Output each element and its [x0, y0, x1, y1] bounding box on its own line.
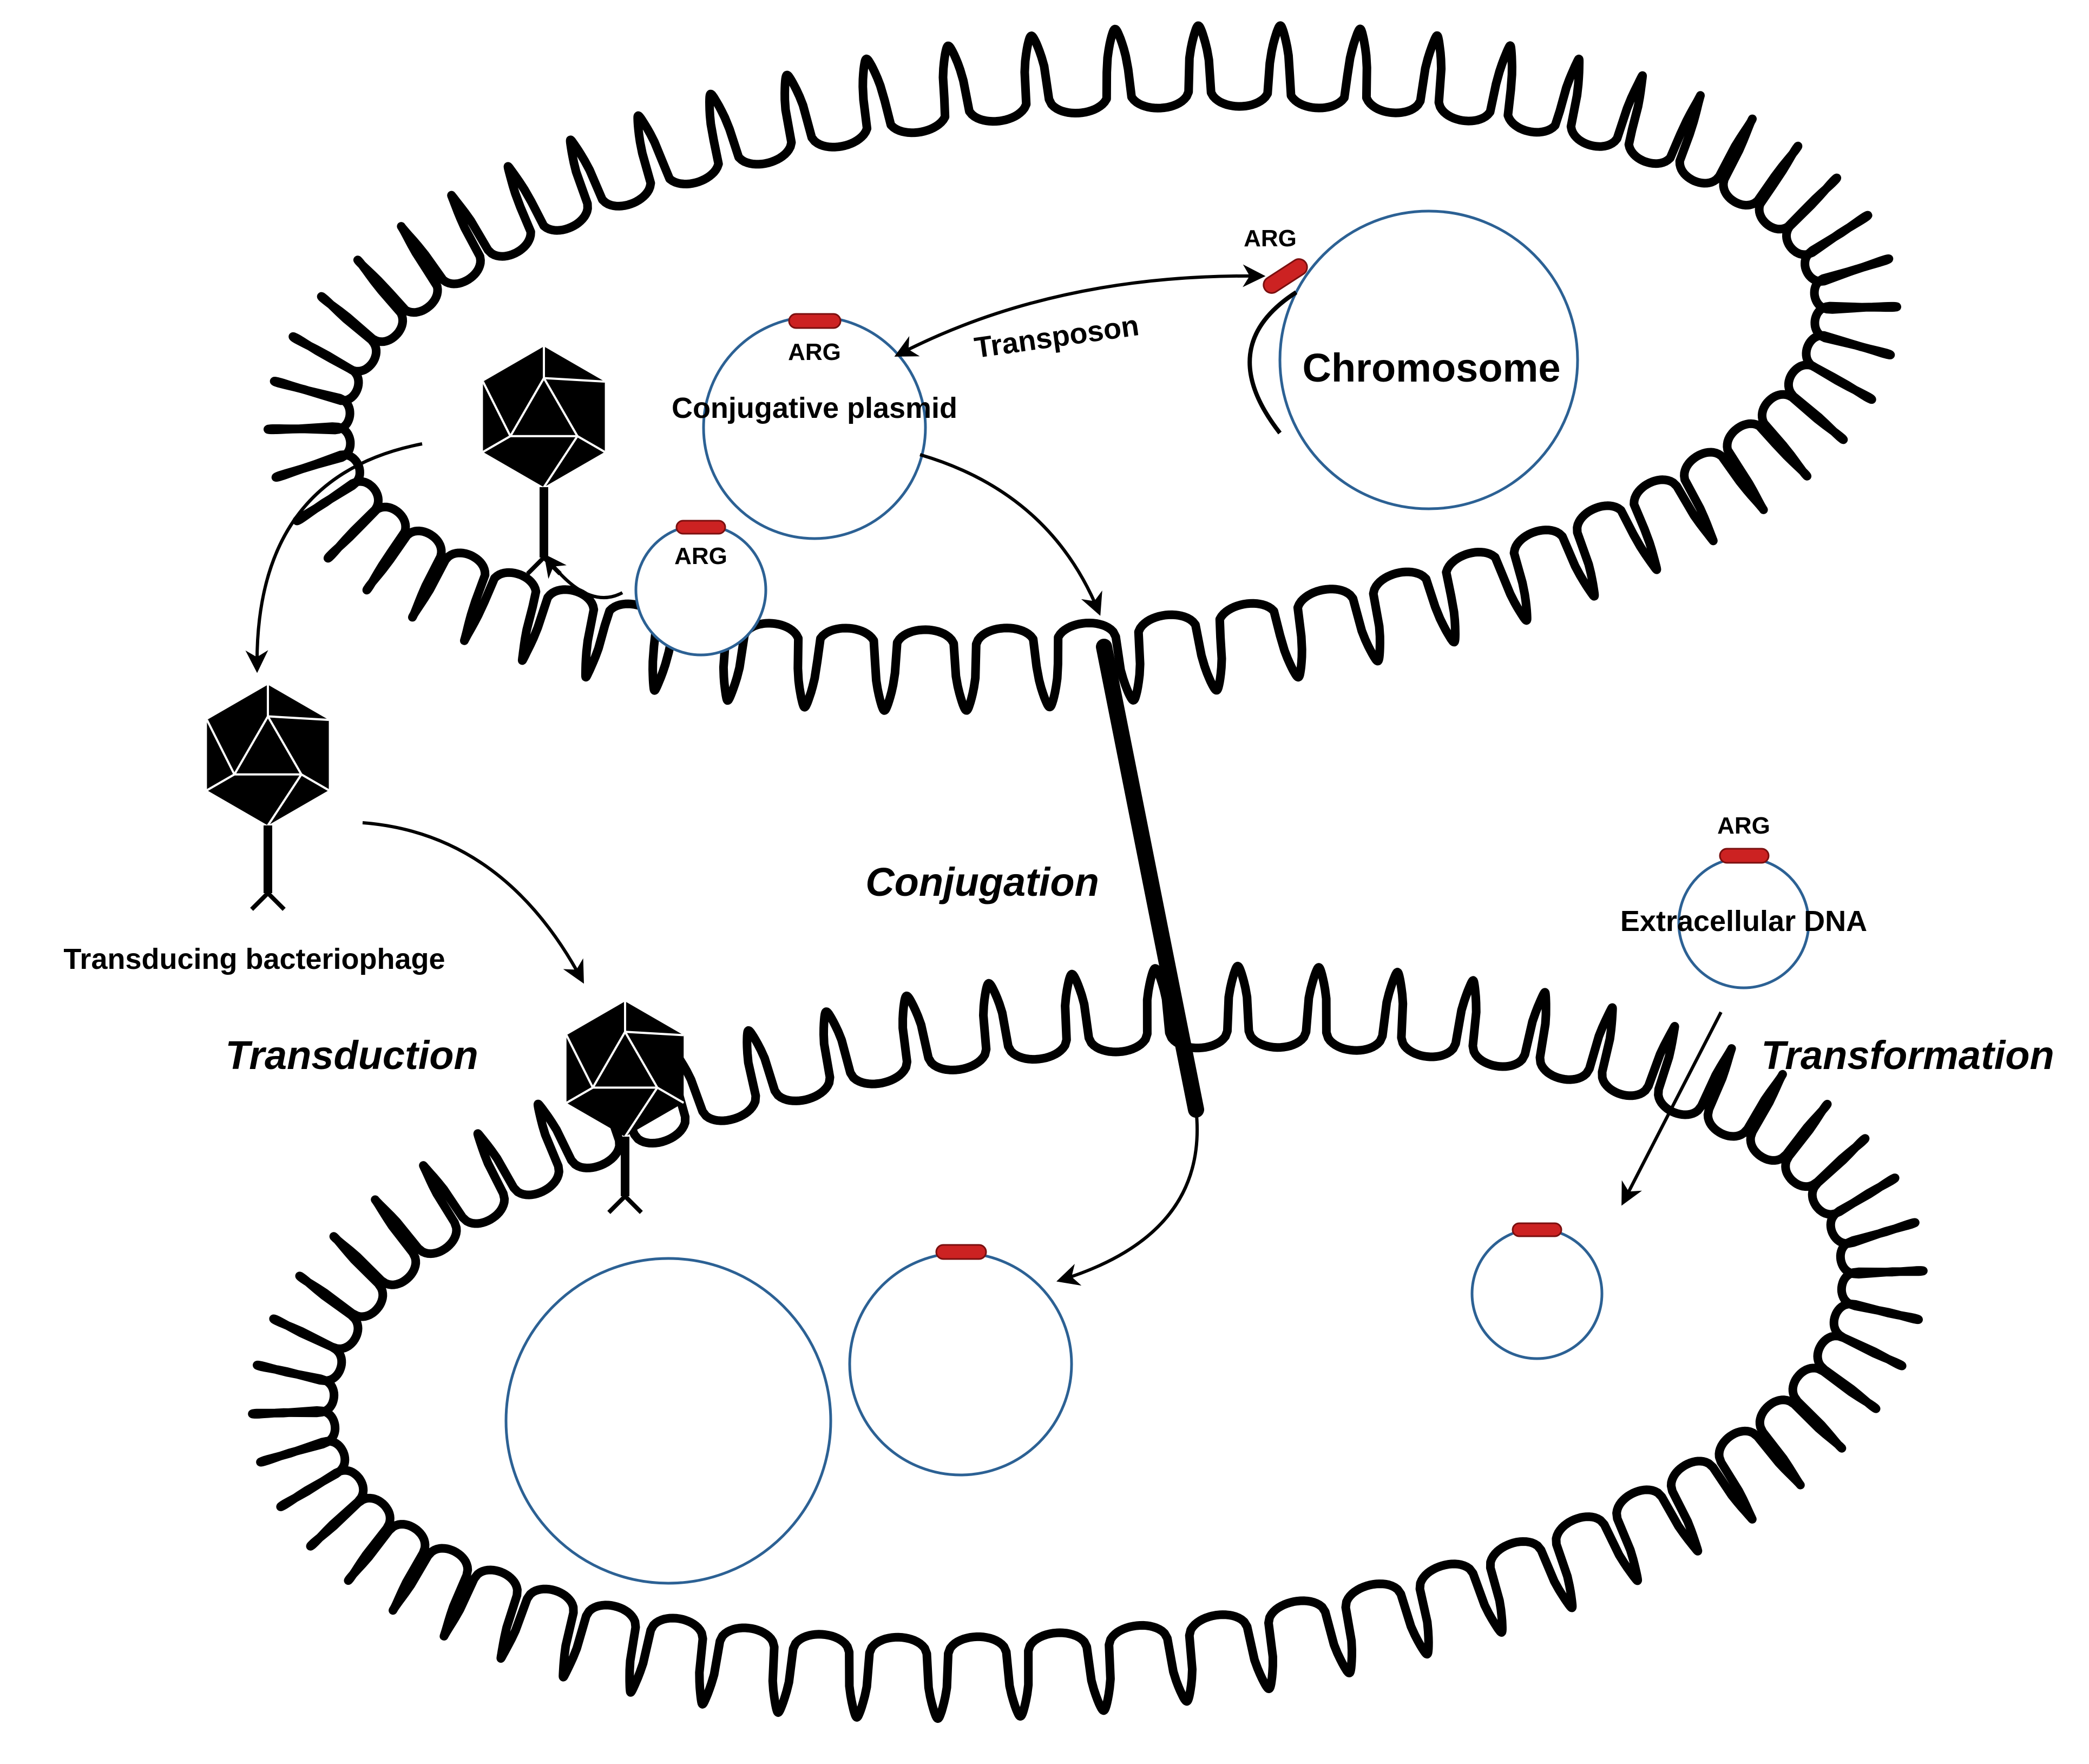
- bacteriophages: [206, 346, 685, 1214]
- chromosome-ring: [1278, 209, 1579, 510]
- phage-packaging-arrow: [543, 554, 623, 599]
- cell-membranes: [248, 21, 1928, 1723]
- transducing-bacteriophage-label: Transducing bacteriophage: [63, 943, 445, 975]
- transfer-arrows: [245, 264, 1723, 1286]
- arg-gene-icon: [1719, 848, 1770, 864]
- recipient-cell-membrane: [248, 961, 1928, 1723]
- transduction-label: Transduction: [225, 1033, 478, 1078]
- transformation-arrow: [1621, 1011, 1723, 1206]
- phage-release-arrow: [245, 442, 423, 673]
- arg-gene-icon: [675, 520, 726, 535]
- arg-gene-icon: [935, 1244, 987, 1260]
- recipient-chromosome-ring: [504, 1257, 832, 1585]
- transduction-arrow: [362, 821, 584, 984]
- conjugation-label: Conjugation: [865, 860, 1099, 904]
- bacteriophage-icon: [206, 685, 330, 911]
- conjugation-arrow-recipient: [1056, 1109, 1199, 1286]
- bacteriophage-icon: [565, 1001, 685, 1214]
- arg-gene-icon: [1512, 1222, 1562, 1237]
- bacteriophage-icon: [482, 346, 606, 575]
- arg-label-chromosome: ARG: [1244, 225, 1297, 252]
- arg-label-extracellular: ARG: [1717, 812, 1770, 839]
- conjugation-pilus: [1096, 639, 1204, 1118]
- arg-gene-icon: [788, 313, 842, 329]
- donor-cell-membrane: [264, 21, 1901, 715]
- recipient-plasmid-ring: [848, 1251, 1073, 1477]
- extracellular-dna-label: Extracellular DNA: [1620, 905, 1867, 937]
- transposon-arrow: [894, 264, 1266, 357]
- transformed-plasmid-ring: [1470, 1227, 1604, 1360]
- chromosome-label: Chromosome: [1303, 345, 1561, 390]
- conjugative-plasmid-label: Conjugative plasmid: [672, 392, 957, 424]
- arg-label-plasmid: ARG: [788, 339, 841, 365]
- arg-label-small-plasmid: ARG: [674, 543, 727, 569]
- conjugation-arrow-donor: [919, 453, 1102, 616]
- transposon-label: Transposon: [973, 309, 1141, 364]
- transformation-label: Transformation: [1761, 1033, 2054, 1078]
